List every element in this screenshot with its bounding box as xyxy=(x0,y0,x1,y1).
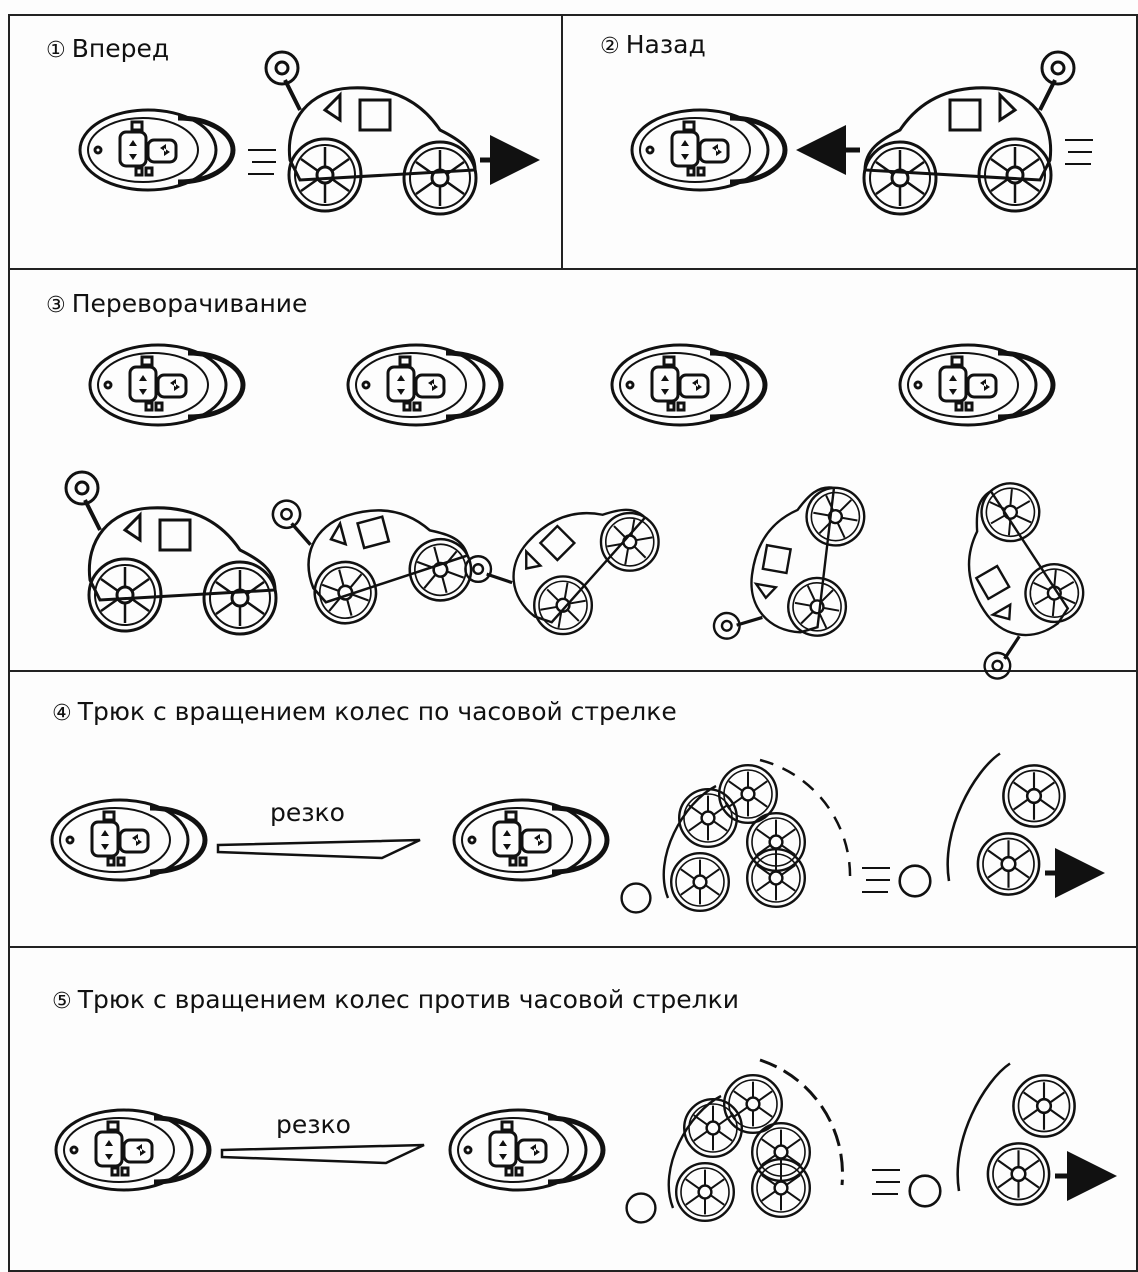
remote-control-icon xyxy=(348,345,501,425)
remote-control-icon xyxy=(80,110,233,190)
stunt-car-icon xyxy=(909,473,1105,683)
remote-control-icon xyxy=(900,345,1053,425)
stunt-car-icon xyxy=(864,52,1074,214)
remote-control-icon xyxy=(450,1110,603,1190)
remote-control-icon xyxy=(56,1110,209,1190)
stunt-car-icon xyxy=(712,471,869,659)
stunt-car-icon xyxy=(270,458,478,637)
spin-arc-icon xyxy=(760,760,850,880)
remote-control-icon xyxy=(90,345,243,425)
stunt-car-icon xyxy=(266,52,476,214)
stunt-car-icon xyxy=(66,472,276,634)
arrow-right-icon xyxy=(218,840,420,858)
remote-control-icon xyxy=(52,800,205,880)
stunt-car-icon xyxy=(460,450,670,660)
remote-control-icon xyxy=(632,110,785,190)
arrow-right-icon xyxy=(222,1145,424,1163)
remote-control-icon xyxy=(454,800,607,880)
remote-control-icon xyxy=(612,345,765,425)
